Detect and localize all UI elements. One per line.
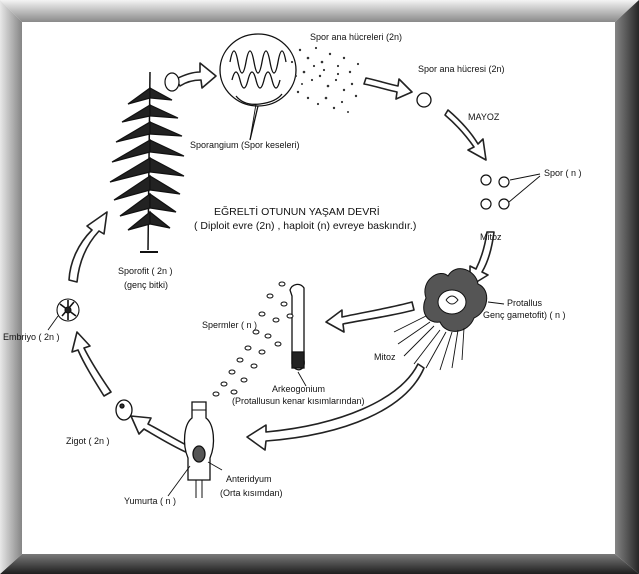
- label-spore: Spor ( n ): [544, 168, 582, 178]
- arrow-sporophyte-to-sporangium: [175, 62, 217, 89]
- arrow-sporangium-to-spore-mother-cell: [363, 77, 413, 100]
- spores-tetrad: [480, 174, 510, 210]
- label-prothallus: Protallus: [507, 298, 543, 308]
- arrow-meiosis: [444, 109, 487, 161]
- label-young-gametophyte: Genç gametofit) ( n ): [483, 310, 566, 320]
- prothallus-illustration: [393, 268, 505, 371]
- label-archegonium: Arkeogonium: [272, 384, 326, 394]
- arrow-mitosis-to-antheridium: [246, 363, 425, 451]
- arrow-antheridium-to-zygote: [130, 415, 193, 454]
- diagram-subtitle: ( Diploit evre (2n) , haploit (n) evreye…: [194, 220, 417, 232]
- label-egg: Yumurta ( n ): [124, 496, 177, 506]
- antheridium-illustration: [167, 401, 223, 498]
- label-spore-mother-cells: Spor ana hücreleri (2n): [310, 32, 403, 42]
- label-sporangium: Sporangium (Spor keseleri): [190, 140, 300, 150]
- sporangium-illustration: [219, 33, 297, 141]
- sperm-cells: [212, 281, 294, 397]
- label-meiosis: MAYOZ: [468, 112, 500, 122]
- zygote-illustration: [115, 399, 133, 421]
- label-antheridium-origin: (Orta kısımdan): [220, 488, 283, 498]
- arrow-embryo-to-sporophyte: [68, 211, 108, 283]
- arrow-zygote-to-embryo: [71, 331, 112, 397]
- archegonium-illustration: [289, 283, 307, 387]
- label-spore-mother-cell: Spor ana hücresi (2n): [418, 64, 505, 74]
- label-zygote: Zigot ( 2n ): [66, 436, 110, 446]
- spore-mother-cell: [416, 92, 432, 108]
- arrow-prothallus-to-archegonium: [325, 301, 415, 333]
- label-sporophyte: Sporofit ( 2n ): [118, 266, 173, 276]
- label-archegonium-origin: (Protallusun kenar kısımlarından): [232, 396, 365, 406]
- sporophyte-fern-illustration: [109, 71, 185, 253]
- spore-label-pointers: [508, 173, 541, 203]
- label-antheridium: Anteridyum: [226, 474, 272, 484]
- embryo-illustration: [47, 298, 80, 331]
- cycle-arrows: [68, 62, 495, 454]
- sporangium-pointer: [249, 103, 257, 141]
- label-sperms: Spermler ( n ): [202, 320, 258, 330]
- label-mitosis-1: Mitoz: [480, 232, 502, 242]
- spore-speckles: [290, 46, 360, 113]
- label-young-plant: (genç bitki): [124, 280, 169, 290]
- label-embryo: Embriyo ( 2n ): [3, 332, 60, 342]
- diagram-title: EĞRELTİ OTUNUN YAŞAM DEVRİ: [214, 206, 380, 218]
- label-mitosis-2: Mitoz: [374, 352, 396, 362]
